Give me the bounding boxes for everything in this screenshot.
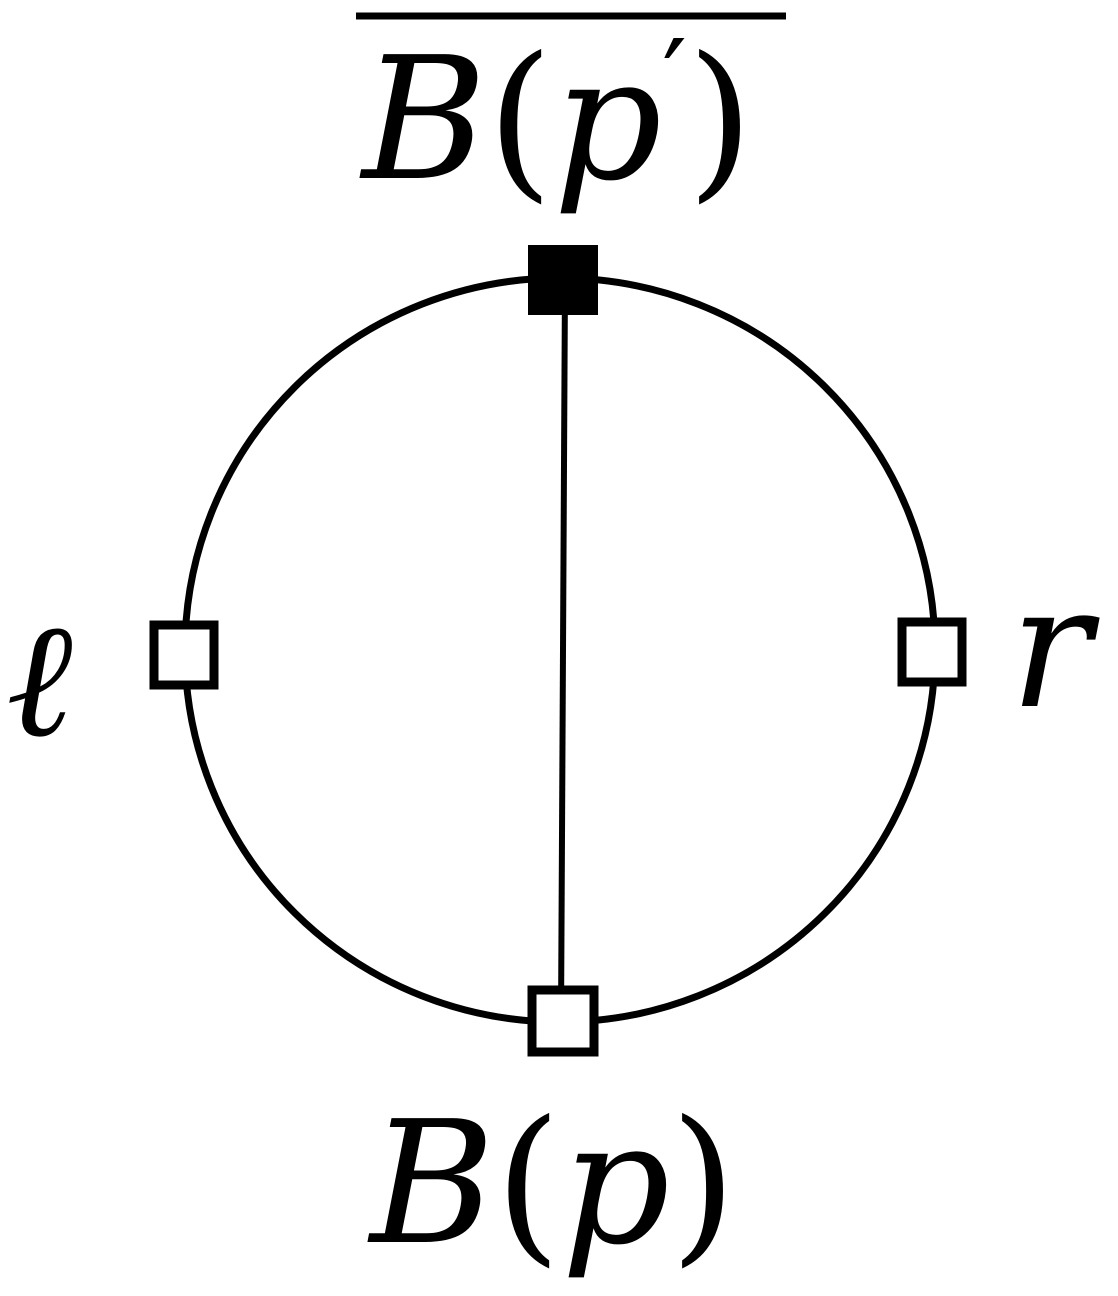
bottom-label-open-paren: ( <box>495 1085 561 1283</box>
internal-propagator <box>558 279 568 1021</box>
bottom-label-close-paren: ) <box>670 1085 736 1283</box>
top-label-open-paren: ( <box>487 21 553 219</box>
left-label: ℓ <box>6 586 73 773</box>
left-vertex-open-square <box>149 620 219 690</box>
right-label: r <box>1010 549 1100 747</box>
top-label-prime: ′ <box>662 16 687 144</box>
bottom-label: B(p) <box>367 1085 736 1283</box>
bottom-vertex-open-square <box>527 985 599 1057</box>
bottom-label-argument: p <box>561 1085 670 1283</box>
top-label-close-paren: ) <box>687 21 753 219</box>
bottom-label-symbol: B <box>367 1085 495 1283</box>
top-label-symbol: B <box>359 21 487 219</box>
top-vertex-filled-square <box>528 245 598 315</box>
top-label-argument: p <box>553 21 662 219</box>
top-label: B(p′) <box>359 16 753 219</box>
right-vertex-open-square <box>897 617 967 687</box>
